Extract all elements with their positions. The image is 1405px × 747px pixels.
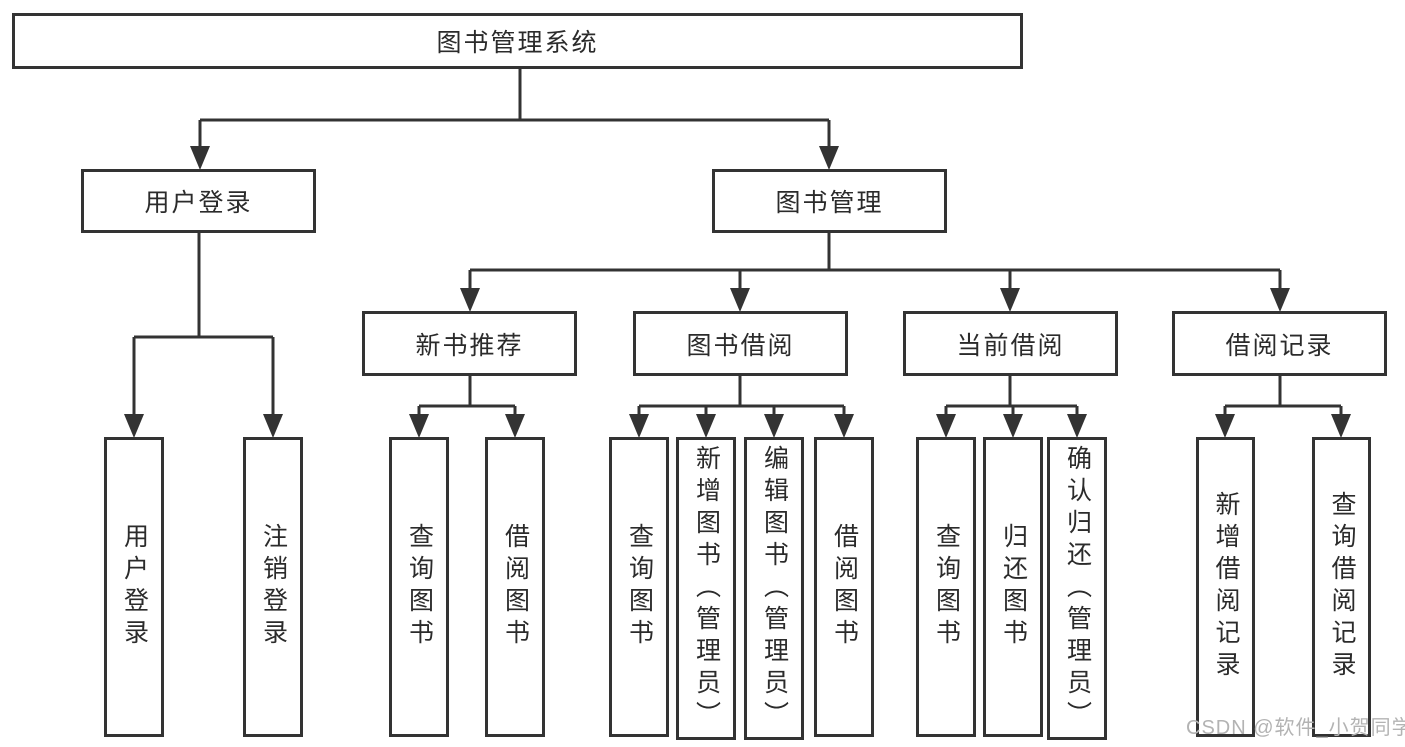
- leaf-current-query-books: 查询图书: [916, 437, 976, 737]
- leaf-query-borrow-record: 查询借阅记录: [1312, 437, 1371, 737]
- leaf-confirm-return-admin: 确认归还（管理员）: [1047, 437, 1107, 740]
- node-library-system: 图书管理系统: [12, 13, 1023, 69]
- leaf-recommend-borrow-books: 借阅图书: [485, 437, 545, 737]
- node-book-management: 图书管理: [712, 169, 947, 233]
- leaf-borrow-query-books: 查询图书: [609, 437, 669, 737]
- leaf-recommend-query-books: 查询图书: [389, 437, 449, 737]
- node-current-borrow: 当前借阅: [903, 311, 1118, 376]
- leaf-edit-books-admin: 编辑图书（管理员）: [744, 437, 804, 740]
- leaf-logout: 注销登录: [243, 437, 303, 737]
- csdn-watermark: CSDN @软件_小贺同学: [1186, 717, 1405, 739]
- node-borrow-records: 借阅记录: [1172, 311, 1387, 376]
- node-user-login: 用户登录: [81, 169, 316, 233]
- leaf-user-login: 用户登录: [104, 437, 164, 737]
- leaf-return-books: 归还图书: [983, 437, 1043, 737]
- leaf-add-borrow-record: 新增借阅记录: [1196, 437, 1255, 737]
- node-book-borrow: 图书借阅: [633, 311, 848, 376]
- leaf-borrow-books: 借阅图书: [814, 437, 874, 737]
- leaf-add-books-admin: 新增图书（管理员）: [676, 437, 736, 740]
- node-new-book-recommend: 新书推荐: [362, 311, 577, 376]
